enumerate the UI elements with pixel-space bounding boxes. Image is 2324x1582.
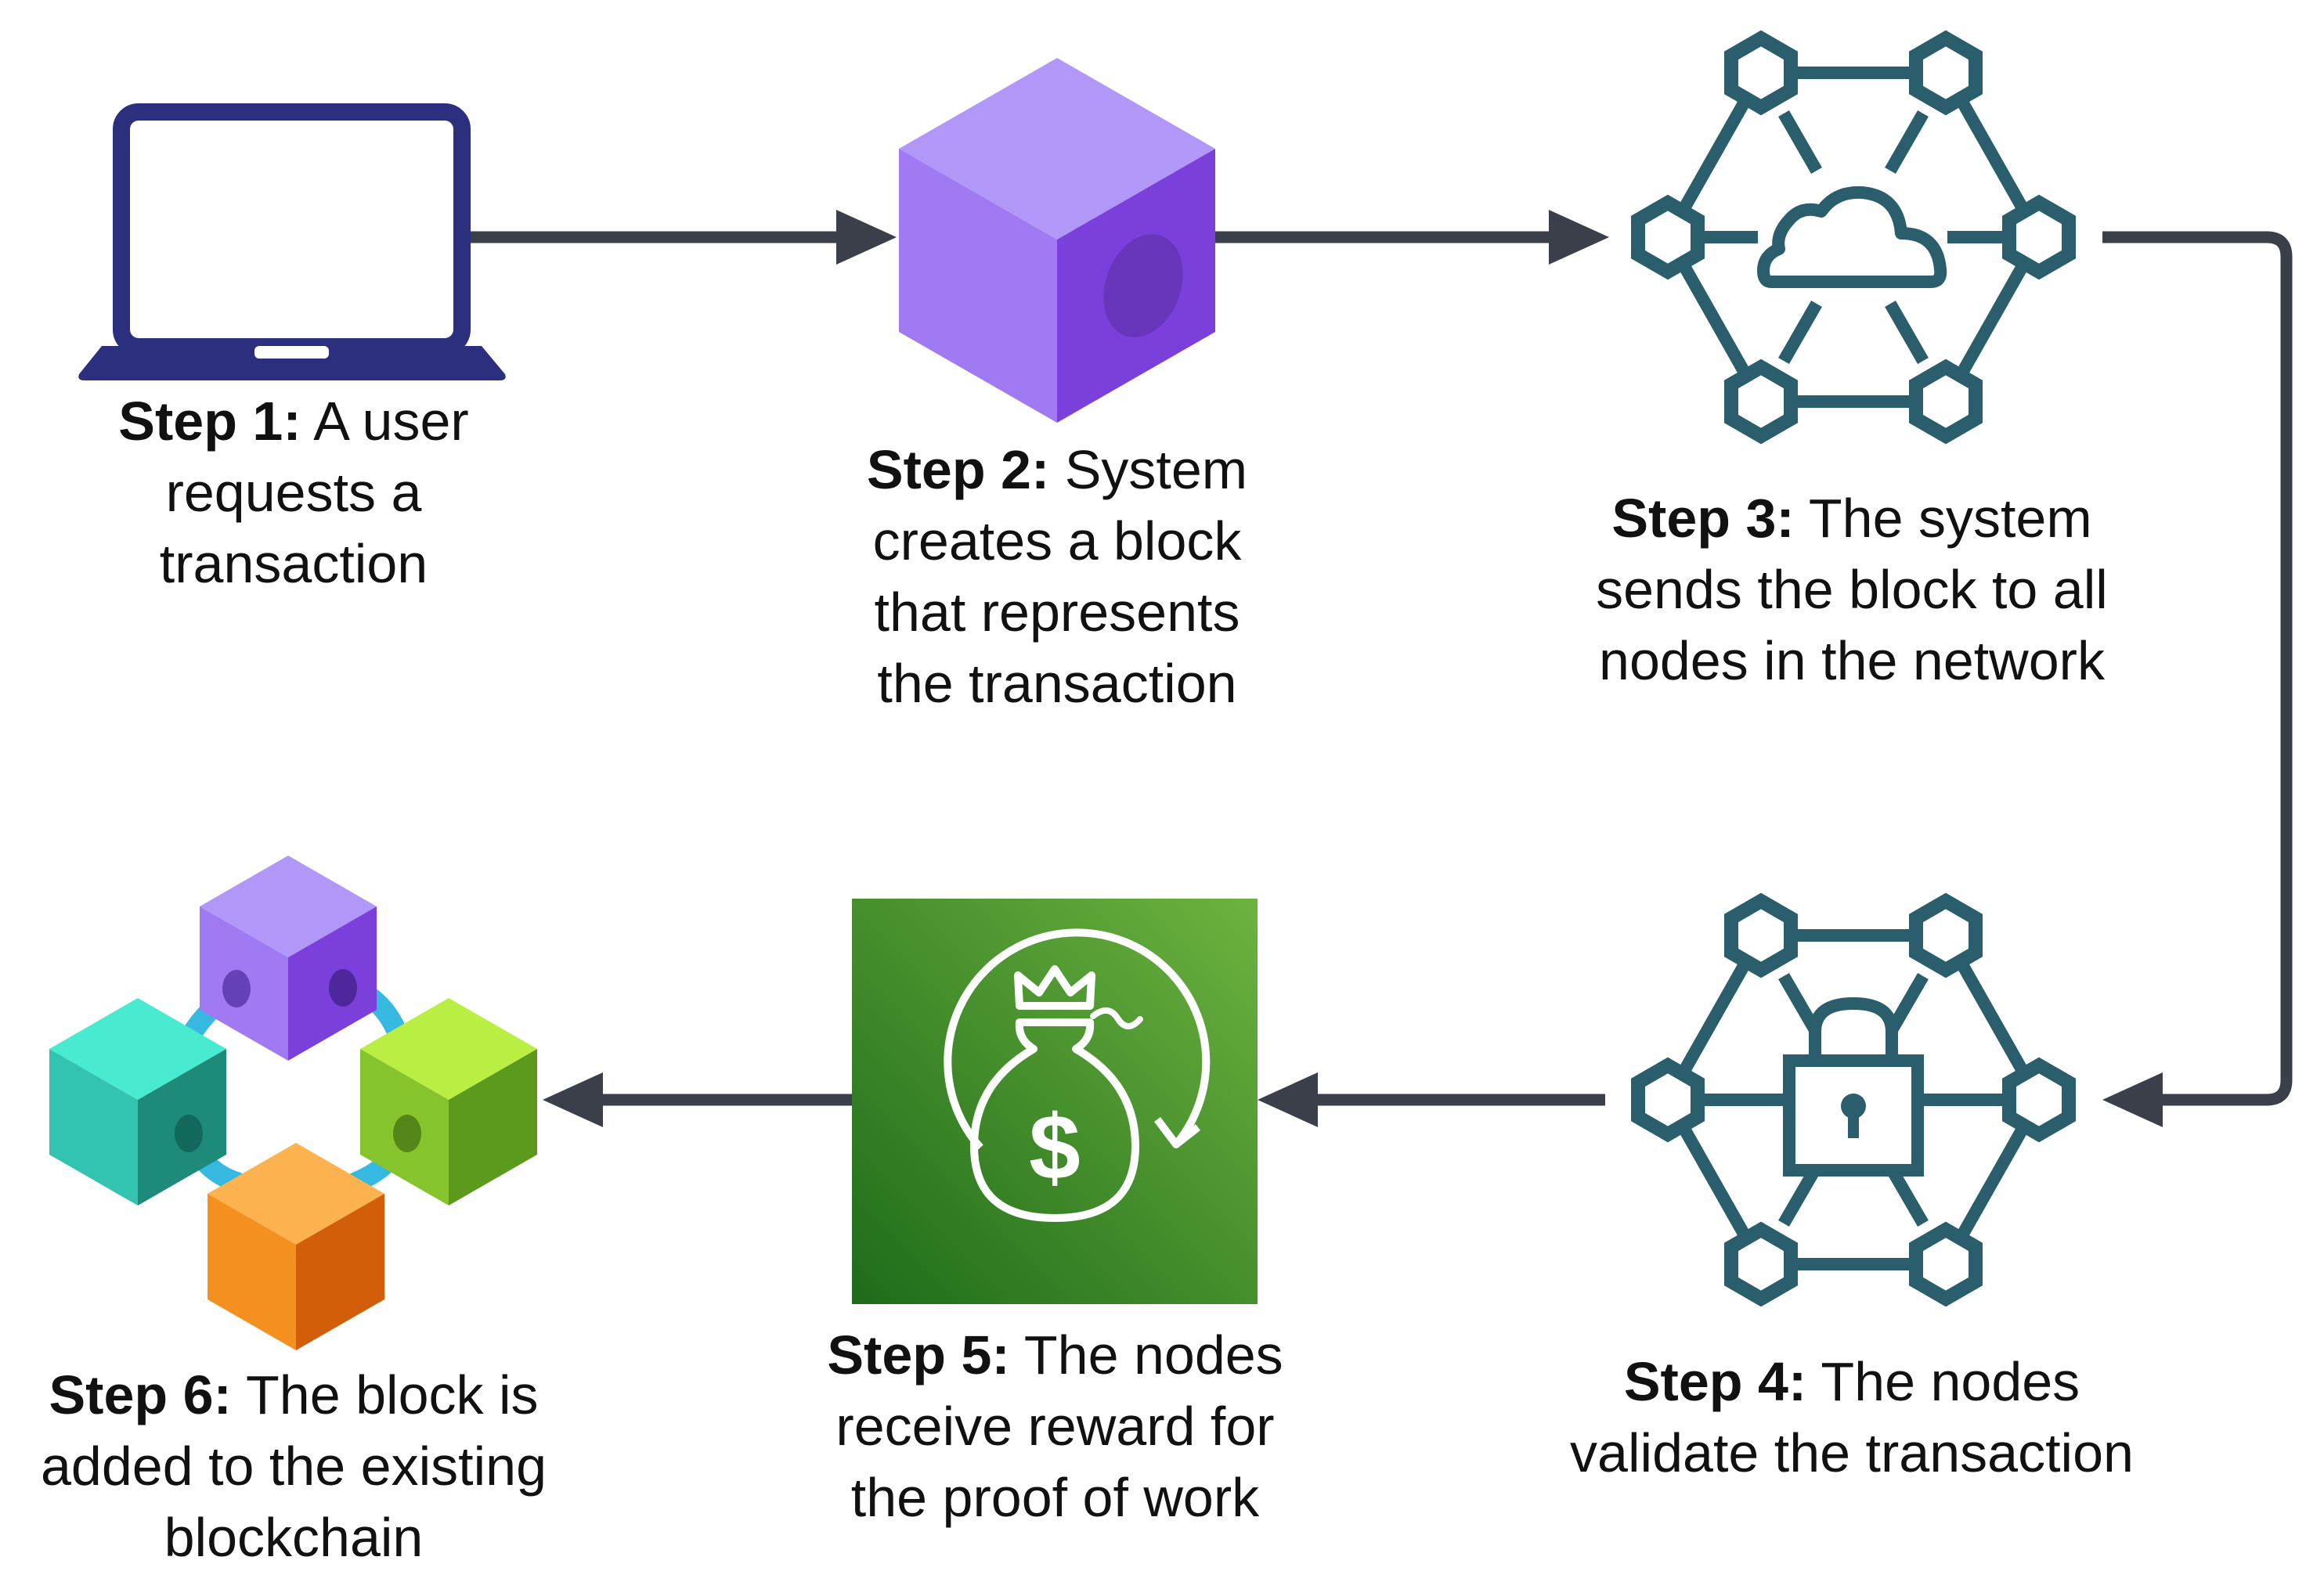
arrow-step3-to-step4 bbox=[2102, 231, 2293, 1127]
arrow-step5-to-step6 bbox=[543, 1072, 852, 1127]
step-label: Step 2: bbox=[866, 439, 1050, 500]
lock-network-icon bbox=[1638, 901, 2069, 1299]
cloud-network-icon bbox=[1638, 38, 2069, 436]
caption-text: A user bbox=[301, 391, 469, 452]
arrow-step2-to-step3 bbox=[1212, 210, 1609, 265]
orange-cube bbox=[208, 1143, 384, 1350]
caption-text: validate the transaction bbox=[1570, 1422, 2134, 1483]
arrow-step4-to-step5 bbox=[1258, 1072, 1605, 1127]
caption-text: requests a bbox=[165, 462, 422, 523]
step-2-caption: Step 2: System creates a block that repr… bbox=[767, 434, 1347, 719]
caption-text: blockchain bbox=[164, 1507, 424, 1568]
laptop-icon bbox=[78, 103, 506, 380]
caption-text: nodes in the network bbox=[1599, 630, 2105, 691]
purple-cube bbox=[200, 856, 377, 1061]
step-4-caption: Step 4: The nodes validate the transacti… bbox=[1496, 1346, 2208, 1489]
step-5-caption: Step 5: The nodes receive reward for the… bbox=[744, 1320, 1366, 1533]
caption-text: System bbox=[1049, 439, 1248, 500]
step-label: Step 5: bbox=[827, 1324, 1010, 1386]
caption-text: The nodes bbox=[1806, 1351, 2080, 1412]
caption-text: The block is bbox=[231, 1364, 539, 1425]
caption-text: creates a block bbox=[872, 510, 1242, 571]
caption-text: The nodes bbox=[1009, 1324, 1283, 1386]
step-label: Step 1: bbox=[118, 391, 301, 452]
caption-text: the transaction bbox=[877, 653, 1237, 714]
step-3-caption: Step 3: The system sends the block to al… bbox=[1496, 483, 2208, 697]
blockchain-icon bbox=[49, 856, 537, 1350]
flow-arrows bbox=[470, 210, 2293, 1127]
caption-text: added to the existing bbox=[40, 1436, 547, 1497]
caption-text: the proof of work bbox=[850, 1467, 1260, 1528]
step-label: Step 6: bbox=[49, 1364, 232, 1425]
step-6-caption: Step 6: The block is added to the existi… bbox=[0, 1360, 587, 1573]
caption-text: receive reward for bbox=[835, 1396, 1275, 1457]
arrow-step1-to-step2 bbox=[470, 210, 897, 265]
step-1-caption: Step 1: A user requests a transaction bbox=[16, 386, 572, 600]
caption-text: sends the block to all bbox=[1596, 559, 2108, 620]
money-bag-reward-icon: $ bbox=[852, 899, 1258, 1304]
caption-text: transaction bbox=[159, 533, 428, 594]
caption-text: The system bbox=[1794, 488, 2092, 549]
step-label: Step 4: bbox=[1623, 1351, 1807, 1412]
caption-text: that represents bbox=[874, 582, 1240, 643]
step-label: Step 3: bbox=[1611, 488, 1795, 549]
dollar-sign-icon: $ bbox=[1029, 1096, 1081, 1199]
block-cube-icon bbox=[899, 58, 1215, 423]
